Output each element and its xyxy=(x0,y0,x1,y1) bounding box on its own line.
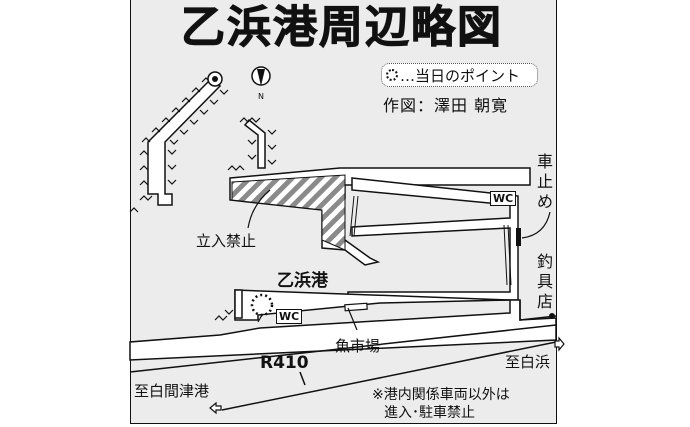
tackle-shop-marker xyxy=(549,313,555,319)
map-credit: 作図：澤田 朝寛 xyxy=(383,96,509,115)
harbor-south-quay xyxy=(129,289,557,361)
fish-market-building xyxy=(344,302,368,312)
svg-text:N: N xyxy=(258,92,264,101)
car-stop-marker xyxy=(516,228,521,246)
no-entry-label: 立入禁止 xyxy=(196,232,257,250)
to-shirahama-label: 至白浜 xyxy=(505,353,551,371)
compass-north-icon: N xyxy=(251,66,271,101)
note-line-2: 進入･駐車禁止 xyxy=(384,405,475,421)
tackle-shop-label: 釣 具 店 xyxy=(536,252,553,311)
arrow-to-shirahama-icon xyxy=(554,336,565,352)
dotted-circle-icon xyxy=(386,69,398,81)
to-shiramazu-label: 至白間津港 xyxy=(134,382,210,400)
jetty-north xyxy=(227,117,277,171)
breakwater-northwest xyxy=(129,71,229,213)
map-title: 乙浜港周辺略図 xyxy=(181,2,503,54)
fish-market-label: 魚市場 xyxy=(335,337,381,355)
legend-box: …当日のポイント xyxy=(381,63,538,87)
no-entry-hatched-zone xyxy=(231,174,346,251)
direction-arrows xyxy=(209,336,565,415)
route-label: R410 xyxy=(260,353,309,373)
road-r410 xyxy=(129,324,557,411)
car-stop-label: 車 止 め xyxy=(536,152,553,211)
harbor-pier-main xyxy=(229,167,531,301)
harbor-name-label: 乙浜港 xyxy=(277,271,328,291)
wc-sign-north: WC xyxy=(490,191,517,206)
note-line-1: ※港内関係車両以外は xyxy=(372,387,510,403)
leader-lines xyxy=(247,189,551,331)
wc-sign-south: WC xyxy=(276,309,303,324)
legend-text: …当日のポイント xyxy=(400,66,521,85)
arrow-to-shiramazu-icon xyxy=(209,401,222,415)
